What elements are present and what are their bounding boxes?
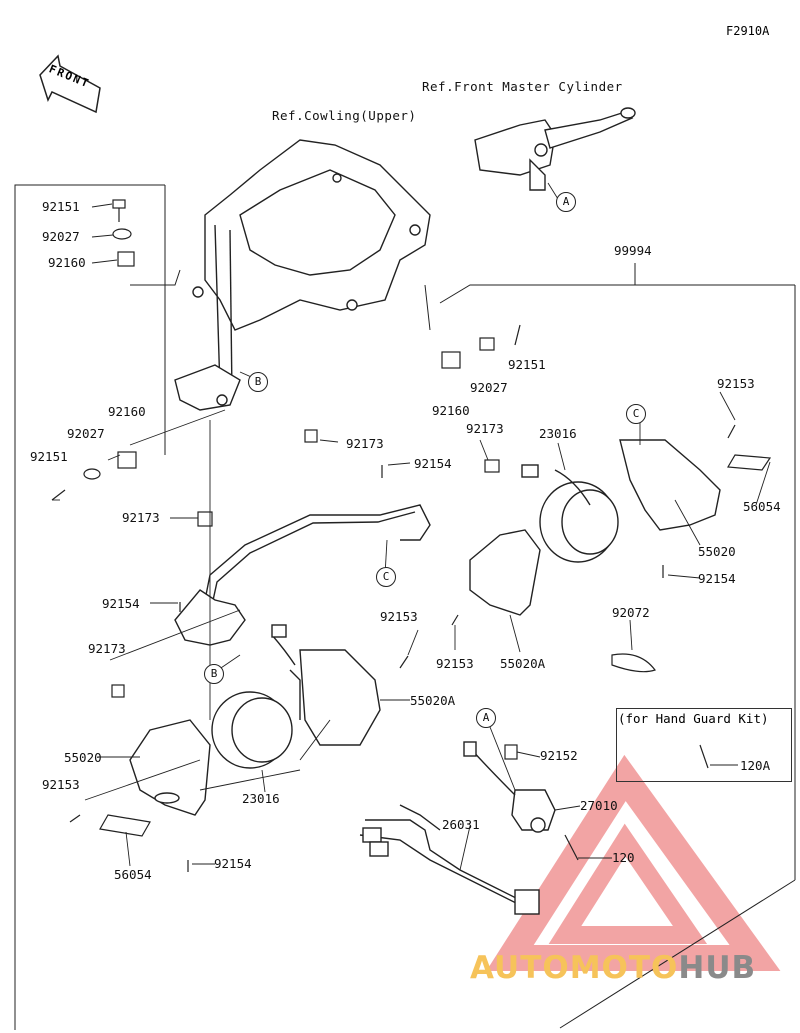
callout-c: C xyxy=(376,567,396,587)
hand-guard-kit-note: (for Hand Guard Kit) xyxy=(618,711,769,726)
part-label: 55020A xyxy=(410,693,456,708)
part-label: 92160 xyxy=(108,404,146,419)
front-arrow-icon xyxy=(39,54,101,114)
callout-a: A xyxy=(476,708,496,728)
group-outline-left xyxy=(14,184,181,1030)
part-label: 56054 xyxy=(743,499,781,514)
part-label: 92160 xyxy=(432,403,470,418)
callout-b: B xyxy=(248,372,268,392)
wire-harness xyxy=(359,804,540,915)
group-outline-right xyxy=(424,263,796,1029)
part-label: 92173 xyxy=(88,641,126,656)
logo-part2: HUB xyxy=(678,950,757,986)
part-label: 55020 xyxy=(698,544,736,559)
part-label: 92154 xyxy=(214,856,252,871)
part-label: 92173 xyxy=(122,510,160,525)
left-lamp xyxy=(129,624,381,816)
logo-part1: AUTOMOTO xyxy=(470,950,679,986)
part-label: 92027 xyxy=(470,380,508,395)
part-label: 92153 xyxy=(380,609,418,624)
part-label: 92151 xyxy=(30,449,68,464)
right-lamp xyxy=(469,439,721,616)
part-label: 27010 xyxy=(580,798,618,813)
part-label: 55020A xyxy=(500,656,546,671)
ref-cowling-upper: Ref.Cowling(Upper) xyxy=(272,108,417,123)
cowling-frame xyxy=(174,139,431,411)
part-label: 92153 xyxy=(436,656,474,671)
part-label: 92154 xyxy=(698,571,736,586)
switch-27010 xyxy=(463,741,556,833)
figure-code: F2910A xyxy=(726,24,770,38)
watermark-logo: AUTOMOTOHUB xyxy=(470,950,756,986)
part-label: 120A xyxy=(740,758,771,773)
ref-front-master-cylinder: Ref.Front Master Cylinder xyxy=(422,79,623,94)
part-label: 23016 xyxy=(539,426,577,441)
callout-a: A xyxy=(556,192,576,212)
part-label: 99994 xyxy=(614,243,652,258)
fasteners xyxy=(51,199,736,872)
part-label: 56054 xyxy=(114,867,152,882)
part-label: 92153 xyxy=(717,376,755,391)
part-label: 55020 xyxy=(64,750,102,765)
part-label: 92154 xyxy=(102,596,140,611)
part-label: 92151 xyxy=(508,357,546,372)
part-label: 92173 xyxy=(466,421,504,436)
part-label: 92160 xyxy=(48,255,86,270)
part-label: 120 xyxy=(612,850,635,865)
part-label: 92027 xyxy=(42,229,80,244)
part-label: 23016 xyxy=(242,791,280,806)
part-label: 92027 xyxy=(67,426,105,441)
part-label: 92072 xyxy=(612,605,650,620)
leader-lines xyxy=(52,182,771,871)
callout-c: C xyxy=(626,404,646,424)
part-label: 92154 xyxy=(414,456,452,471)
callout-b: B xyxy=(204,664,224,684)
part-label: 92151 xyxy=(42,199,80,214)
hand-guard-kit-box xyxy=(616,708,792,782)
part-label: 92173 xyxy=(346,436,384,451)
part-label: 26031 xyxy=(442,817,480,832)
master-cylinder xyxy=(474,107,636,191)
watermark-triangle xyxy=(486,754,781,971)
part-label: 92152 xyxy=(540,748,578,763)
reflectors xyxy=(99,454,772,837)
part-label: 92153 xyxy=(42,777,80,792)
